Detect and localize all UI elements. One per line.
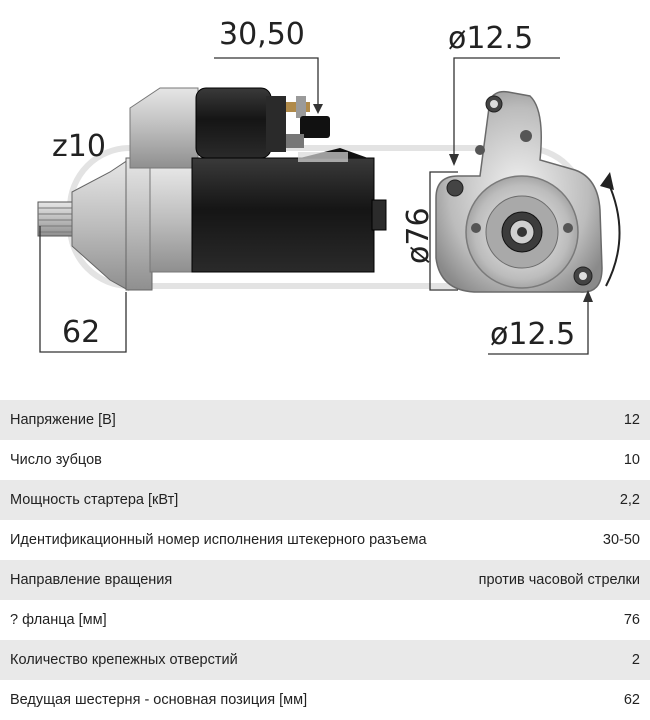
spec-value: 2 [631,652,640,668]
terminal-connector [300,116,330,138]
product-figure: 30,50 z10 62 ø12.5 ø12.5 ø76 [37,17,621,355]
mounting-flange [125,157,153,291]
specs-table: Напряжение [В] 12 Число зубцов 10 Мощнос… [0,400,650,720]
spec-row-teeth: Число зубцов 10 [0,440,650,480]
dimension-lines [39,57,589,355]
end-cap [371,199,387,231]
spec-label: Напряжение [В] [10,412,116,428]
spec-value: 30-50 [602,532,640,548]
spec-value: 76 [623,612,640,628]
spec-row-power: Мощность стартера [кВт] 2,2 [0,480,650,520]
spec-label: Количество крепежных отверстий [10,652,238,668]
spec-label: Идентификационный номер исполнения штеке… [10,532,427,548]
spec-row-holes: Количество крепежных отверстий 2 [0,640,650,680]
starter-front-view [435,90,603,293]
motor-body [191,157,375,273]
rotation-arrow-icon [600,172,621,287]
spec-label: Ведущая шестерня - основная позиция [мм] [10,692,308,708]
spec-value: против часовой стрелки [478,572,640,588]
spec-row-connector: Идентификационный номер исполнения штеке… [0,520,650,560]
spec-row-flange: ? фланца [мм] 76 [0,600,650,640]
spec-label: Мощность стартера [кВт] [10,492,179,508]
top-hole-diameter-label: ø12.5 [448,21,534,56]
spec-row-rotation: Направление вращения против часовой стре… [0,560,650,600]
teeth-count-label: z10 [52,129,106,164]
spec-row-voltage: Напряжение [В] 12 [0,400,650,440]
mounting-hole-bottom [579,272,587,280]
spec-value: 12 [623,412,640,428]
spec-value: 10 [623,452,640,468]
spec-row-pinion: Ведущая шестерня - основная позиция [мм]… [0,680,650,720]
terminal-dimension-label: 30,50 [219,17,305,52]
spec-label: ? фланца [мм] [10,612,107,628]
pinion-gear [37,201,73,237]
pinion-position-label: 62 [62,315,101,350]
spec-label: Число зубцов [10,452,102,468]
spec-value: 2,2 [619,492,640,508]
flange-diameter-label: ø76 [401,207,436,264]
spec-label: Направление вращения [10,572,173,588]
starter-side-view [37,87,387,291]
bottom-hole-diameter-label: ø12.5 [490,317,576,352]
starter-drawing [37,57,621,355]
solenoid [195,87,272,159]
spec-value: 62 [623,692,640,708]
